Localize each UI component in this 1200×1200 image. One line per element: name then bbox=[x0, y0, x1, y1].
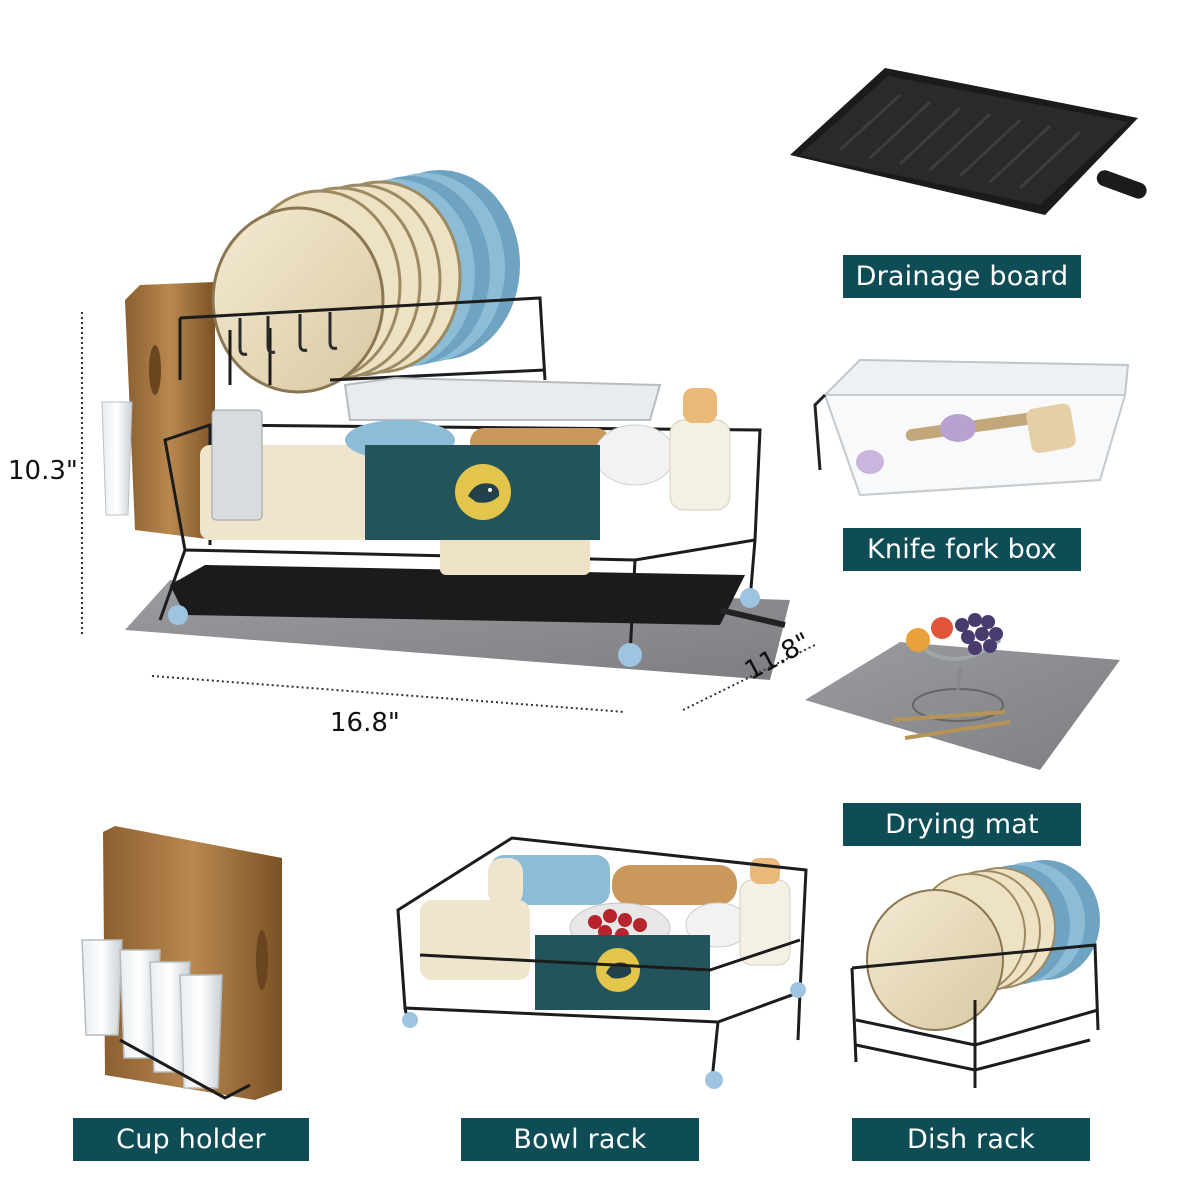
main-cutting-board bbox=[125, 282, 215, 540]
cup-holder-glasses bbox=[81, 939, 223, 1089]
label-drainage-board: Drainage board bbox=[843, 255, 1081, 298]
main-upper-wire-frame bbox=[178, 296, 547, 385]
knife-fork-box-purple-item bbox=[856, 450, 884, 474]
main-foot bbox=[168, 605, 188, 625]
knife-fork-box-front bbox=[823, 394, 1127, 497]
whale-logo-icon bbox=[596, 948, 640, 992]
width-dimension-label: 16.8" bbox=[330, 708, 400, 738]
cup-holder-wire bbox=[119, 1038, 251, 1100]
drainage-board-surface bbox=[800, 76, 1128, 205]
drainage-board-grooves bbox=[838, 93, 1082, 190]
main-foot bbox=[740, 588, 760, 608]
main-board-handle bbox=[149, 345, 161, 395]
bowl-rack-foot bbox=[402, 1012, 418, 1028]
height-dimension-label: 10.3" bbox=[8, 456, 78, 486]
knife-fork-box-hook bbox=[813, 393, 827, 471]
main-bottle-cap bbox=[683, 388, 717, 423]
main-plates bbox=[211, 170, 520, 394]
main-side-cup bbox=[101, 401, 133, 516]
knife-fork-box-brush bbox=[1026, 403, 1076, 454]
drainage-board-image bbox=[790, 68, 1147, 215]
drying-mat-orange bbox=[906, 628, 930, 652]
drying-mat-image bbox=[805, 613, 1120, 770]
drying-mat-knife bbox=[892, 710, 1006, 722]
dish-rack-plates bbox=[866, 860, 1100, 1031]
label-bowl-rack: Bowl rack bbox=[461, 1118, 699, 1161]
width-dimension-line bbox=[151, 675, 626, 713]
drying-mat-body bbox=[805, 642, 1120, 770]
knife-fork-box-purple-item bbox=[940, 414, 976, 442]
whale-logo-icon bbox=[455, 464, 511, 520]
main-drain-spout bbox=[719, 607, 786, 628]
cup-holder-image bbox=[81, 826, 282, 1100]
main-cups bbox=[440, 530, 590, 575]
drainage-board-spout bbox=[1096, 170, 1147, 199]
main-cutlery-box bbox=[343, 376, 662, 421]
cup-holder-board-handle bbox=[256, 930, 268, 990]
label-dish-rack: Dish rack bbox=[852, 1118, 1090, 1161]
main-dish-rack-image bbox=[81, 170, 816, 713]
bowl-rack-image bbox=[396, 836, 808, 1089]
label-knife-fork-box: Knife fork box bbox=[843, 528, 1081, 571]
main-foot bbox=[618, 643, 642, 667]
dish-rack-image bbox=[850, 860, 1100, 1088]
main-drain-tray bbox=[170, 565, 745, 625]
main-grater bbox=[211, 409, 263, 521]
bowl-rack-rolling-pin bbox=[612, 865, 737, 905]
drying-mat-grapes bbox=[955, 613, 1003, 655]
main-hooks bbox=[238, 312, 338, 356]
knife-fork-box-image bbox=[813, 358, 1130, 497]
label-drying-mat: Drying mat bbox=[843, 803, 1081, 846]
main-cup-white bbox=[594, 424, 676, 486]
label-cup-holder: Cup holder bbox=[73, 1118, 309, 1161]
drying-mat-fork bbox=[904, 720, 1011, 740]
dish-rack-wire-frame bbox=[850, 943, 1100, 1088]
main-baby-bottle bbox=[669, 419, 731, 511]
drying-mat-apple bbox=[931, 617, 953, 639]
bowl-rack-bowls bbox=[420, 900, 530, 980]
bowl-rack-foot bbox=[705, 1071, 723, 1089]
bowl-rack-foot bbox=[790, 982, 806, 998]
